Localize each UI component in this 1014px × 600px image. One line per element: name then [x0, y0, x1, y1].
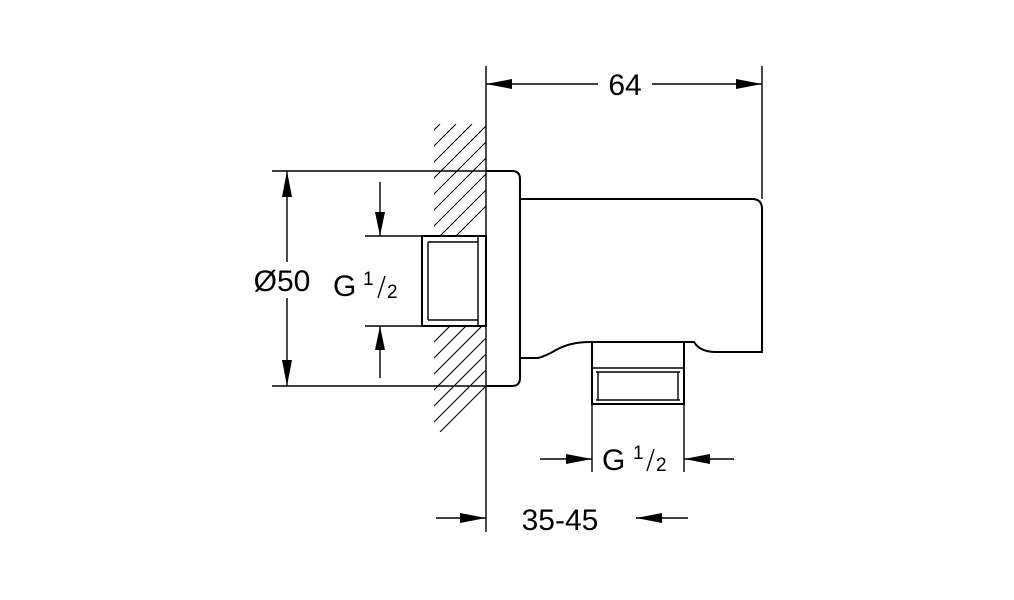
wall-hatch-top [434, 124, 486, 236]
outlet-thread-numerator: 1 [633, 443, 644, 464]
inlet-thread-denominator: 2 [387, 282, 398, 303]
wall [434, 66, 487, 532]
flange [486, 170, 521, 387]
wall-hatch-bottom [434, 326, 486, 432]
wall-outlet-body [421, 170, 763, 405]
dimension-overall-depth: 64 [486, 66, 763, 199]
dimension-flange-diameter: Ø50 [254, 170, 486, 387]
dimension-overall-depth-label: 64 [608, 69, 641, 102]
inlet-thread-slash [377, 275, 386, 299]
dimension-flange-diameter-label: Ø50 [254, 265, 311, 298]
inlet-thread-numerator: 1 [363, 269, 374, 290]
outlet-nut [591, 341, 685, 405]
outlet-thread-denominator: 2 [656, 455, 667, 476]
dimension-wall-range: 35-45 [436, 504, 688, 537]
dimension-wall-range-label: 35-45 [522, 504, 599, 537]
dimension-outlet-thread: G 1 2 [540, 404, 734, 477]
inlet-nipple [421, 235, 487, 327]
inlet-thread-letter: G [333, 270, 356, 303]
outlet-thread-letter: G [602, 444, 625, 477]
outlet-thread-slash [646, 448, 655, 472]
dimension-inlet-thread: G 1 2 [333, 182, 422, 378]
outlet-housing [520, 198, 763, 359]
